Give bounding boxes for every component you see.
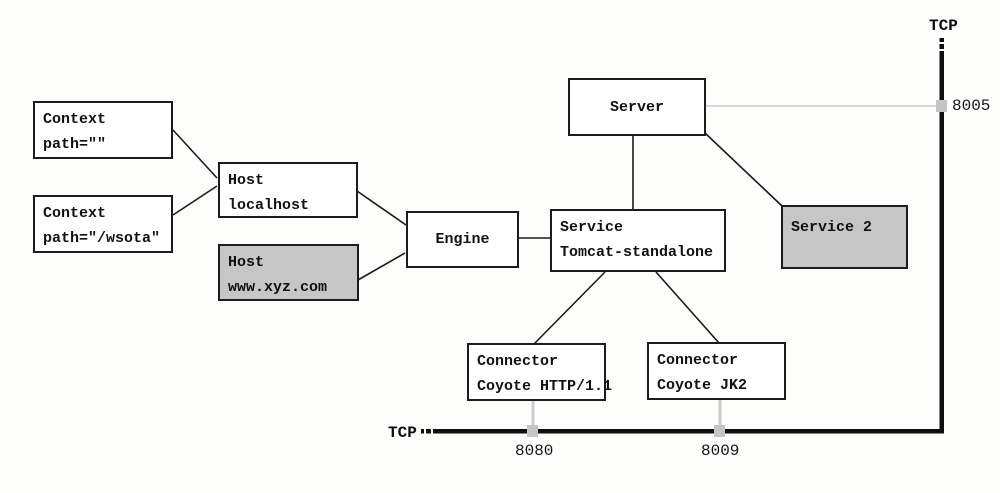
connection-lines: [172, 129, 783, 345]
server-label: Server: [609, 98, 664, 116]
host-xyz-line1: Host: [228, 254, 265, 271]
context-wsota-line1: Context: [43, 205, 107, 222]
host-xyz-line2: www.xyz.com: [228, 279, 328, 296]
tcp-bus-horizontal: [421, 429, 944, 434]
connector-http-line1: Connector: [477, 353, 559, 370]
context-root-line2: path="": [43, 136, 107, 153]
port-8005-label: 8005: [952, 97, 991, 115]
service2-label: Service 2: [791, 219, 873, 236]
line-service-to-connector-http: [533, 271, 606, 345]
connector-jk2-line2: Coyote JK2: [657, 377, 748, 394]
service2-box: Service 2: [781, 205, 908, 269]
host-xyz-box: Host www.xyz.com: [218, 244, 359, 301]
tcp-label-bottom: TCP: [388, 424, 417, 442]
service-standalone-box: Service Tomcat-standalone: [550, 209, 726, 272]
port-marker-8080: [527, 425, 538, 437]
engine-box: Engine: [406, 211, 519, 268]
connector-jk2-box: Connector Coyote JK2: [647, 342, 786, 400]
engine-label: Engine: [435, 231, 490, 248]
host-localhost-line2: localhost: [228, 197, 310, 214]
connector-jk2-line1: Connector: [657, 352, 739, 369]
service-standalone-line2: Tomcat-standalone: [560, 244, 714, 261]
port-8080-label: 8080: [515, 442, 554, 460]
tcp-label-top: TCP: [929, 17, 958, 35]
tcp-bus-vertical: [939, 38, 944, 433]
line-server-to-service2: [704, 132, 783, 207]
context-root-box: Context path="": [33, 101, 173, 159]
line-host-localhost-to-engine: [356, 190, 407, 226]
port-marker-8009: [714, 425, 725, 437]
line-context-wsota-to-host-localhost: [172, 185, 218, 216]
port-marker-8005: [936, 100, 947, 112]
port-8009-label: 8009: [701, 442, 740, 460]
service-standalone-line1: Service: [560, 219, 624, 236]
context-root-line1: Context: [43, 111, 107, 128]
context-wsota-line2: path="/wsota": [43, 230, 161, 247]
host-localhost-line1: Host: [228, 172, 265, 189]
line-host-xyz-to-engine: [357, 252, 406, 281]
connector-http-line2: Coyote HTTP/1.1: [477, 378, 613, 395]
context-wsota-box: Context path="/wsota": [33, 195, 173, 253]
host-localhost-box: Host localhost: [218, 162, 358, 218]
line-context-root-to-host-localhost: [172, 129, 218, 179]
line-service-to-connector-jk2: [655, 271, 720, 344]
connector-http-box: Connector Coyote HTTP/1.1: [467, 343, 613, 401]
server-box: Server: [568, 78, 706, 136]
